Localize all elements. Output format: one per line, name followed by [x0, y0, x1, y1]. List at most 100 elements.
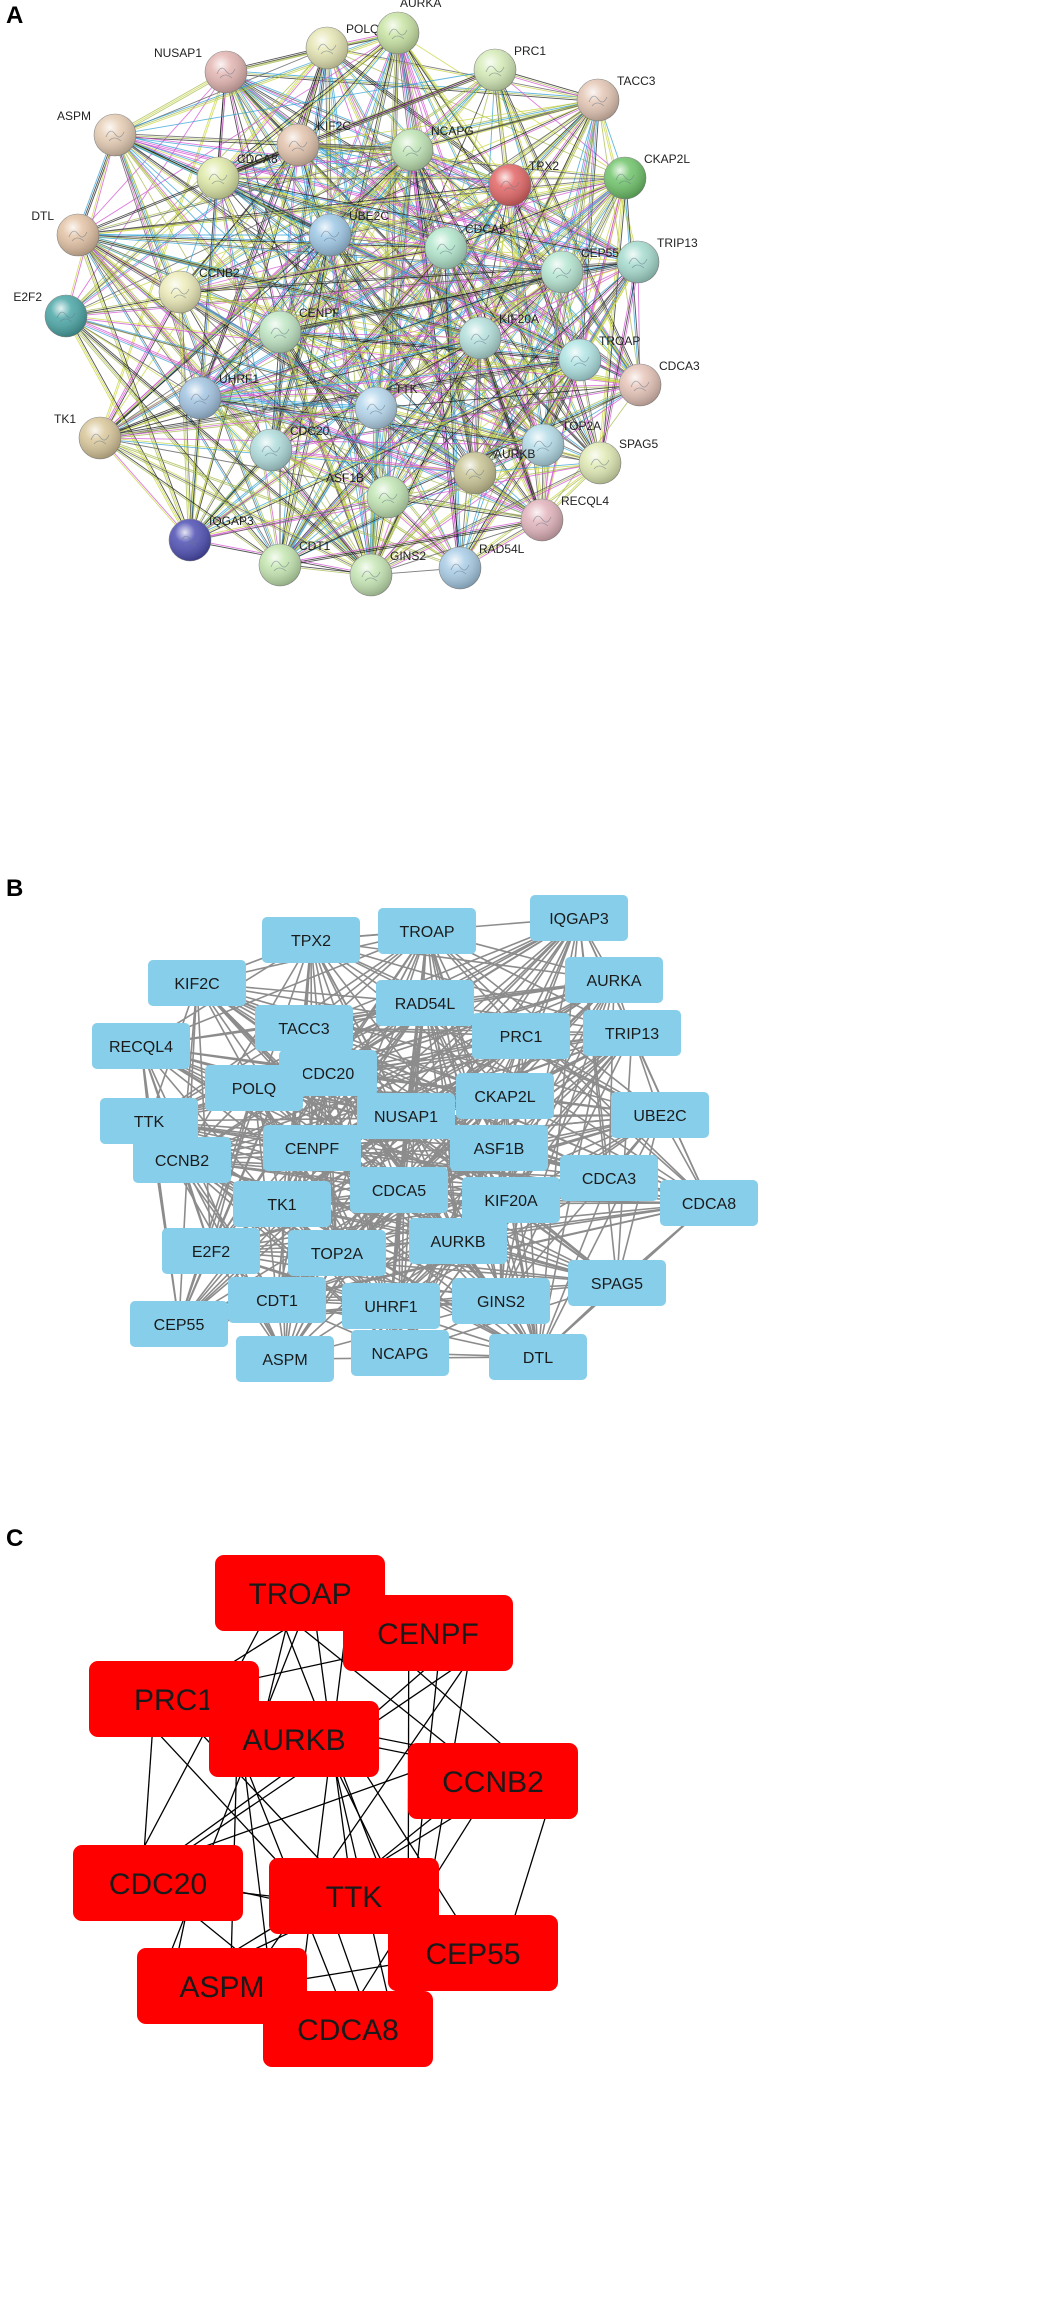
- network-a-edge: [387, 496, 543, 521]
- network-a-edge: [199, 234, 331, 399]
- box-label-top2a: TOP2A: [311, 1246, 364, 1263]
- box-cdca8: CDCA8: [660, 1180, 758, 1226]
- network-a-edge: [328, 235, 542, 522]
- network-b-edge: [500, 1114, 661, 1302]
- network-a-edge: [200, 396, 476, 472]
- network-a-edge: [99, 437, 543, 521]
- network-a-edge: [190, 498, 389, 543]
- node-label-tk1: TK1: [54, 412, 76, 426]
- network-a-edge: [199, 399, 475, 475]
- node-label-tpx2: TPX2: [529, 159, 559, 173]
- box-label-aurka: AURKA: [586, 973, 641, 990]
- network-a-edge: [279, 331, 372, 576]
- network-a-edge: [99, 359, 581, 439]
- network-a-edge: [66, 314, 641, 385]
- box-label-uhrf1: UHRF1: [364, 1299, 417, 1316]
- hub-cdca8: CDCA8: [263, 1991, 433, 2067]
- box-label-cdca8: CDCA8: [682, 1196, 736, 1213]
- node-ube2c: UBE2C: [308, 209, 389, 257]
- network-a-edge: [217, 179, 562, 274]
- node-top2a: TOP2A: [521, 419, 601, 467]
- box-label-kif2c: KIF2C: [174, 976, 219, 993]
- box-kif2c: KIF2C: [148, 960, 246, 1006]
- network-a-edge: [459, 177, 626, 569]
- network-a-edge: [326, 48, 598, 102]
- network-a-edge: [216, 46, 327, 178]
- network-a-edge: [65, 247, 447, 317]
- node-label-tacc3: TACC3: [617, 74, 656, 88]
- network-a-edge: [77, 234, 447, 249]
- node-label-ube2c: UBE2C: [349, 209, 389, 223]
- network-a-edge: [200, 395, 377, 407]
- network-a-edge: [279, 337, 481, 566]
- node-ccnb2: CCNB2: [158, 266, 240, 314]
- node-tacc3: TACC3: [576, 74, 656, 122]
- network-a-edge: [180, 150, 413, 294]
- network-a-edge: [280, 521, 543, 568]
- network-a-edge: [64, 316, 189, 541]
- network-a-edge: [99, 291, 181, 439]
- network-a-edge: [99, 149, 413, 439]
- network-a-edge: [66, 314, 373, 575]
- hub-label-aspm: ASPM: [179, 1971, 264, 2004]
- network-a-edge: [279, 271, 563, 333]
- network-a-edge: [66, 178, 219, 317]
- box-label-trip13: TRIP13: [605, 1026, 659, 1043]
- box-label-dtl: DTL: [523, 1350, 553, 1367]
- network-a-edge: [476, 178, 627, 474]
- network-a-edge: [216, 178, 280, 566]
- box-dtl: DTL: [489, 1334, 587, 1380]
- network-a-edge: [601, 178, 628, 464]
- box-label-iqgap3: IQGAP3: [549, 911, 609, 928]
- network-a-edge: [65, 315, 601, 464]
- network-a-edge: [445, 247, 461, 569]
- box-aurka: AURKA: [565, 957, 663, 1003]
- panel-a-label: A: [6, 2, 24, 29]
- network-a-edge: [99, 439, 371, 577]
- box-label-asf1b: ASF1B: [474, 1141, 525, 1158]
- box-uhrf1: UHRF1: [342, 1283, 440, 1329]
- node-label-cdca8: CDCA8: [237, 152, 278, 166]
- network-a-edge: [225, 71, 377, 409]
- box-label-nusap1: NUSAP1: [374, 1109, 438, 1126]
- node-recql4: RECQL4: [520, 494, 609, 542]
- network-b-edge: [210, 1250, 618, 1284]
- box-tk1: TK1: [233, 1181, 331, 1227]
- box-label-polq: POLQ: [232, 1081, 276, 1098]
- box-label-spag5: SPAG5: [591, 1276, 643, 1293]
- network-a-edge: [116, 134, 202, 398]
- box-label-cdca3: CDCA3: [582, 1171, 636, 1188]
- box-ube2c: UBE2C: [611, 1092, 709, 1138]
- network-a-edge: [179, 148, 412, 292]
- box-aurkb: AURKB: [409, 1218, 507, 1264]
- node-aurkb: AURKB: [453, 447, 535, 495]
- network-a-edge: [270, 450, 475, 475]
- network-a-edge: [114, 31, 398, 134]
- network-a-edge: [374, 408, 460, 569]
- network-a-edge: [281, 33, 401, 566]
- box-tacc3: TACC3: [255, 1005, 353, 1051]
- node-prc1: PRC1: [473, 44, 546, 92]
- network-a-edge: [65, 315, 281, 566]
- network-a-edge: [279, 331, 544, 446]
- network-a-edge: [78, 233, 273, 450]
- network-a-edge: [279, 472, 476, 566]
- network-a-edge: [369, 337, 479, 575]
- hub-cenpf: CENPF: [343, 1595, 513, 1671]
- network-a-edge: [217, 178, 638, 264]
- box-label-ube2c: UBE2C: [633, 1108, 686, 1125]
- network-a-edge: [370, 461, 600, 574]
- network-b-edge: [336, 1202, 710, 1254]
- network-a-edge: [541, 271, 563, 521]
- node-label-cenpf: CENPF: [299, 306, 340, 320]
- network-a-edge: [218, 176, 563, 271]
- node-rad54l: RAD54L: [438, 542, 525, 590]
- network-a-edge: [597, 177, 624, 463]
- network-a-edge: [99, 357, 580, 437]
- node-asf1b: ASF1B: [326, 471, 410, 519]
- node-dtl: DTL: [31, 209, 100, 257]
- network-a-edge: [78, 185, 511, 237]
- node-aspm: ASPM: [57, 109, 137, 157]
- network-a-edge: [77, 183, 510, 235]
- network-a-edge: [280, 338, 482, 567]
